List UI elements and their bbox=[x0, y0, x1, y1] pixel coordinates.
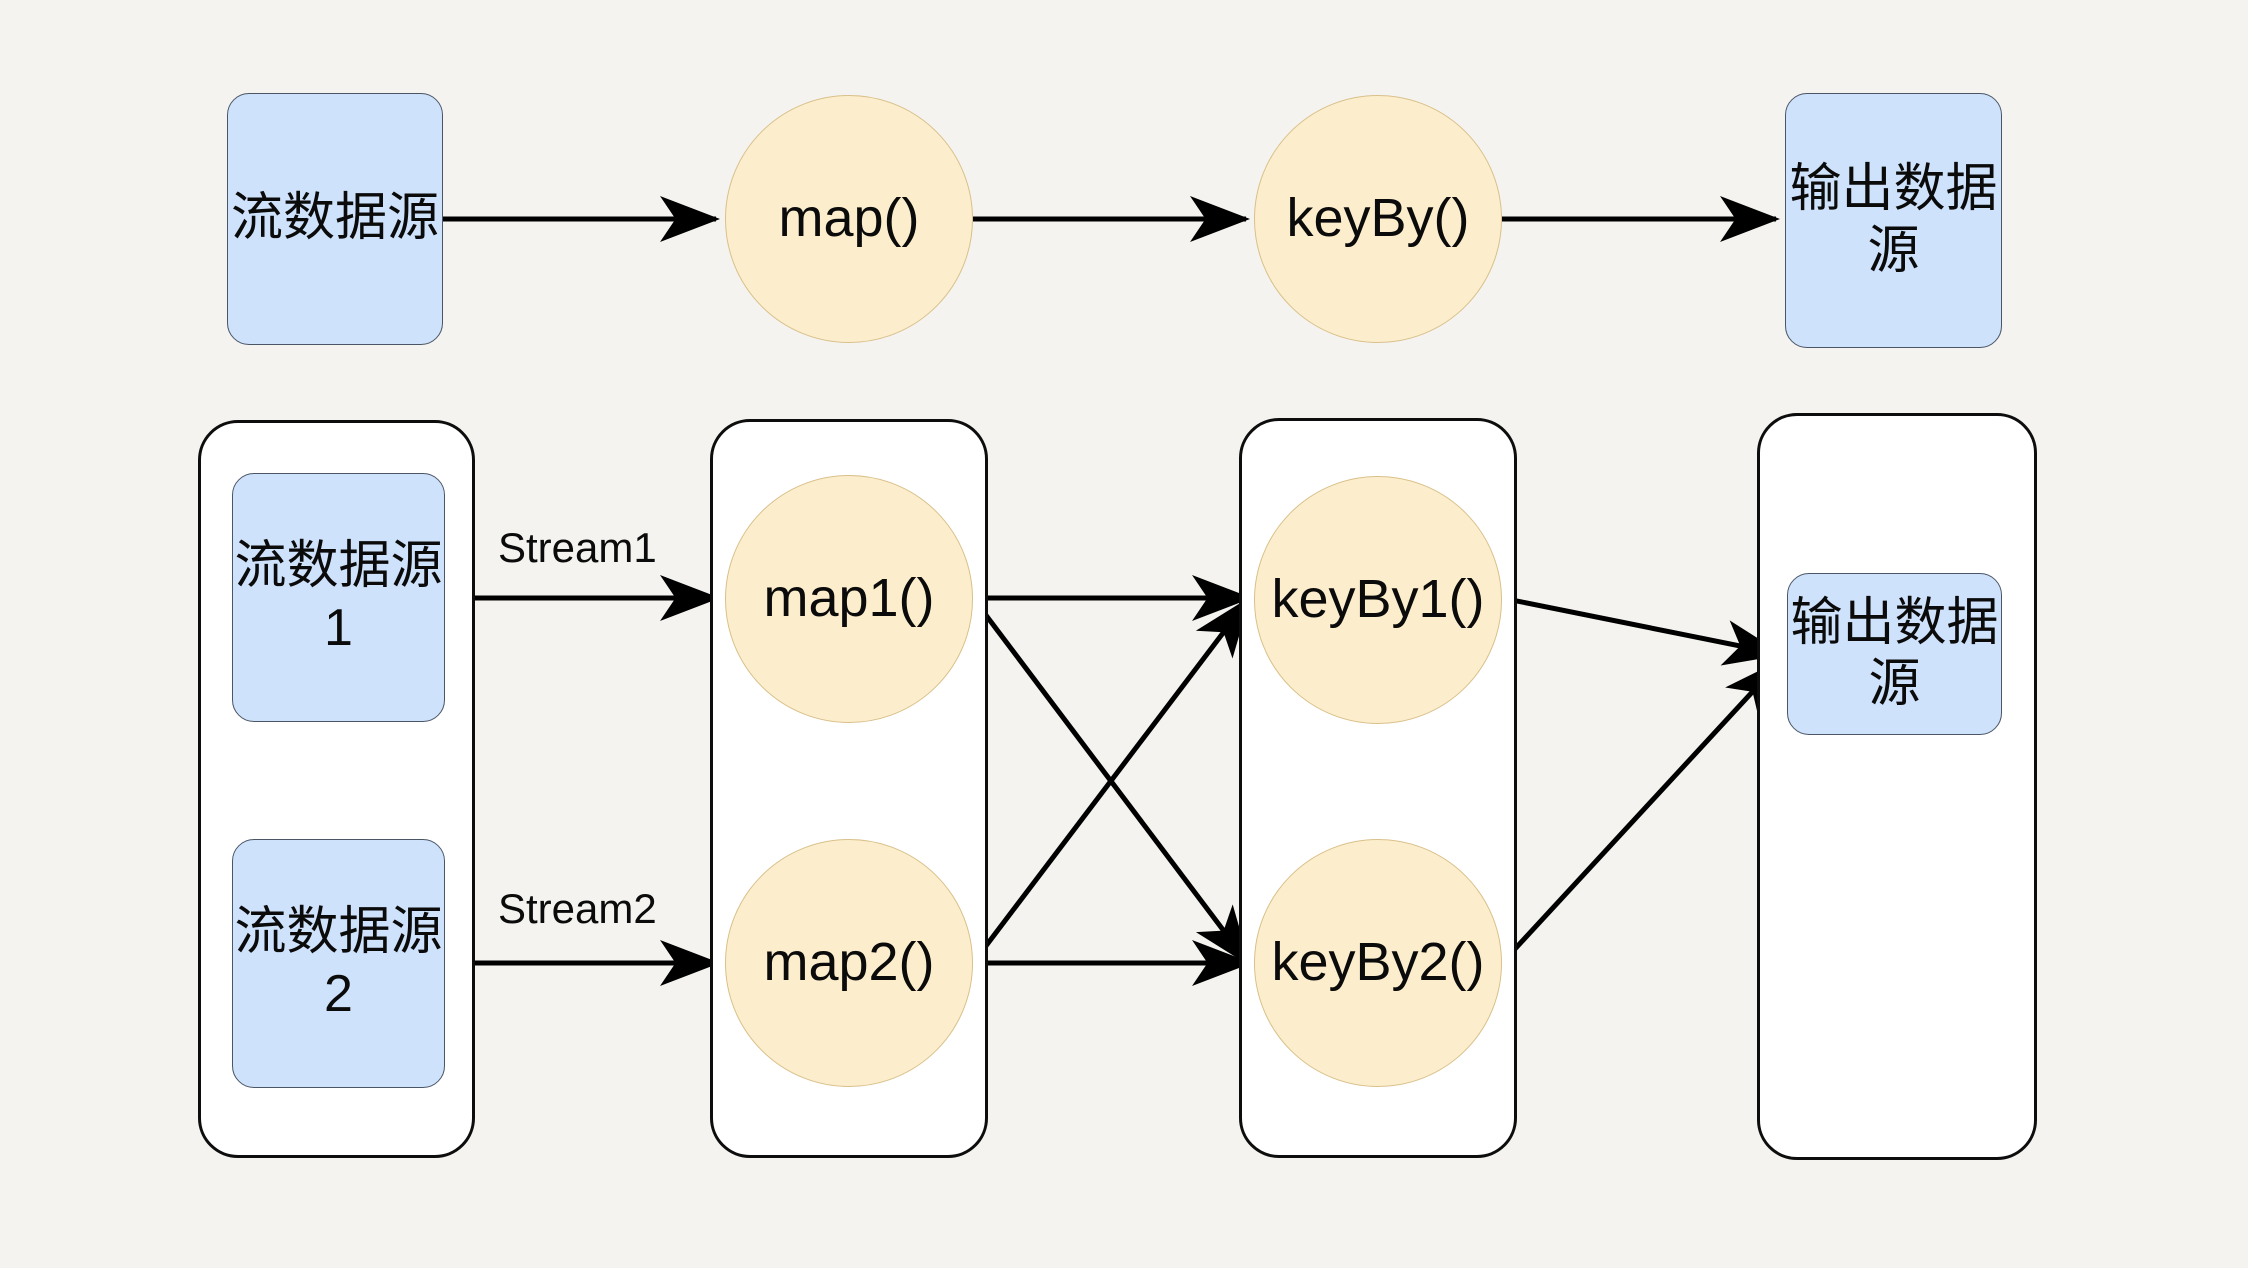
source-1-box[interactable]: 流数据源1 bbox=[232, 473, 445, 722]
top-source-box[interactable]: 流数据源 bbox=[227, 93, 443, 345]
map-1-label: map1() bbox=[763, 568, 935, 629]
map-2-node[interactable]: map2() bbox=[725, 839, 973, 1087]
source-2-label: 流数据源2 bbox=[234, 903, 443, 1023]
top-map-label: map() bbox=[778, 188, 920, 249]
keyby-1-node[interactable]: keyBy1() bbox=[1254, 476, 1502, 724]
top-keyby-node[interactable]: keyBy() bbox=[1254, 95, 1502, 343]
keyby-2-label: keyBy2() bbox=[1271, 932, 1485, 993]
source-1-label: 流数据源1 bbox=[234, 537, 443, 657]
sink-label: 输出数据源 bbox=[1790, 593, 1999, 713]
map-2-label: map2() bbox=[763, 932, 935, 993]
sink-box[interactable]: 输出数据源 bbox=[1787, 573, 2002, 735]
keyby-2-node[interactable]: keyBy2() bbox=[1254, 839, 1502, 1087]
source-2-box[interactable]: 流数据源2 bbox=[232, 839, 445, 1088]
top-source-label: 流数据源 bbox=[230, 189, 439, 248]
sink-group-container bbox=[1757, 413, 2037, 1160]
map-1-node[interactable]: map1() bbox=[725, 475, 973, 723]
edge-keyby1-to-sink bbox=[1501, 595, 1784, 666]
top-sink-label: 输出数据源 bbox=[1789, 160, 1998, 280]
edge-label-stream1: Stream1 bbox=[498, 524, 657, 571]
top-map-node[interactable]: map() bbox=[725, 95, 973, 343]
keyby-1-label: keyBy1() bbox=[1271, 569, 1485, 630]
top-keyby-label: keyBy() bbox=[1286, 188, 1470, 249]
edge-label-stream2: Stream2 bbox=[498, 885, 657, 932]
top-sink-box[interactable]: 输出数据源 bbox=[1785, 93, 2002, 348]
edge-keyby2-to-sink bbox=[1500, 659, 1783, 965]
edge-map2-to-keyby1 bbox=[971, 596, 1251, 965]
